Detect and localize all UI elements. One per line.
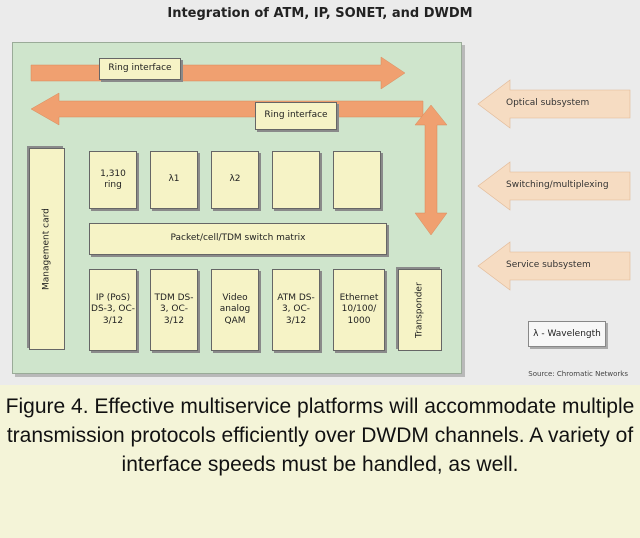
side-arrow-service <box>477 241 631 291</box>
ring-interface-bottom: Ring interface <box>255 102 337 130</box>
left-arrow <box>30 92 424 126</box>
lambda-wavelength-key: λ - Wavelength <box>528 321 606 347</box>
diagram-title: Integration of ATM, IP, SONET, and DWDM <box>167 6 473 21</box>
ring-interface-top: Ring interface <box>99 58 181 80</box>
box-tdm: TDM DS-3, OC-3/12 <box>150 269 198 351</box>
right-arrow <box>30 56 406 90</box>
management-card: Management card <box>29 148 65 350</box>
box-1310-ring: 1,310 ring <box>89 151 137 209</box>
switch-matrix: Packet/cell/TDM switch matrix <box>89 223 387 255</box>
box-video: Video analog QAM <box>211 269 259 351</box>
box-empty-2 <box>333 151 381 209</box>
source-note: Source: Chromatic Networks <box>528 370 628 378</box>
transponder: Transponder <box>398 269 442 351</box>
box-atm: ATM DS-3, OC-3/12 <box>272 269 320 351</box>
label-optical-subsystem: Optical subsystem <box>506 98 590 108</box>
box-ethernet: Ethernet 10/100/ 1000 <box>333 269 385 351</box>
platform-panel: Ring interface Ring interface Management… <box>12 42 462 374</box>
side-arrow-switching <box>477 161 631 211</box>
side-arrows <box>477 79 631 291</box>
label-switching-multiplexing: Switching/multiplexing <box>506 180 609 190</box>
label-service-subsystem: Service subsystem <box>506 260 591 270</box>
box-ip-pos: IP (PoS) DS-3, OC-3/12 <box>89 269 137 351</box>
side-arrow-optical <box>477 79 631 129</box>
box-empty-1 <box>272 151 320 209</box>
vertical-double-arrow <box>414 104 448 236</box>
box-lambda2: λ2 <box>211 151 259 209</box>
figure-caption: Figure 4. Effective multiservice platfor… <box>5 395 635 476</box>
diagram-area: Integration of ATM, IP, SONET, and DWDM … <box>0 0 640 385</box>
box-lambda1: λ1 <box>150 151 198 209</box>
